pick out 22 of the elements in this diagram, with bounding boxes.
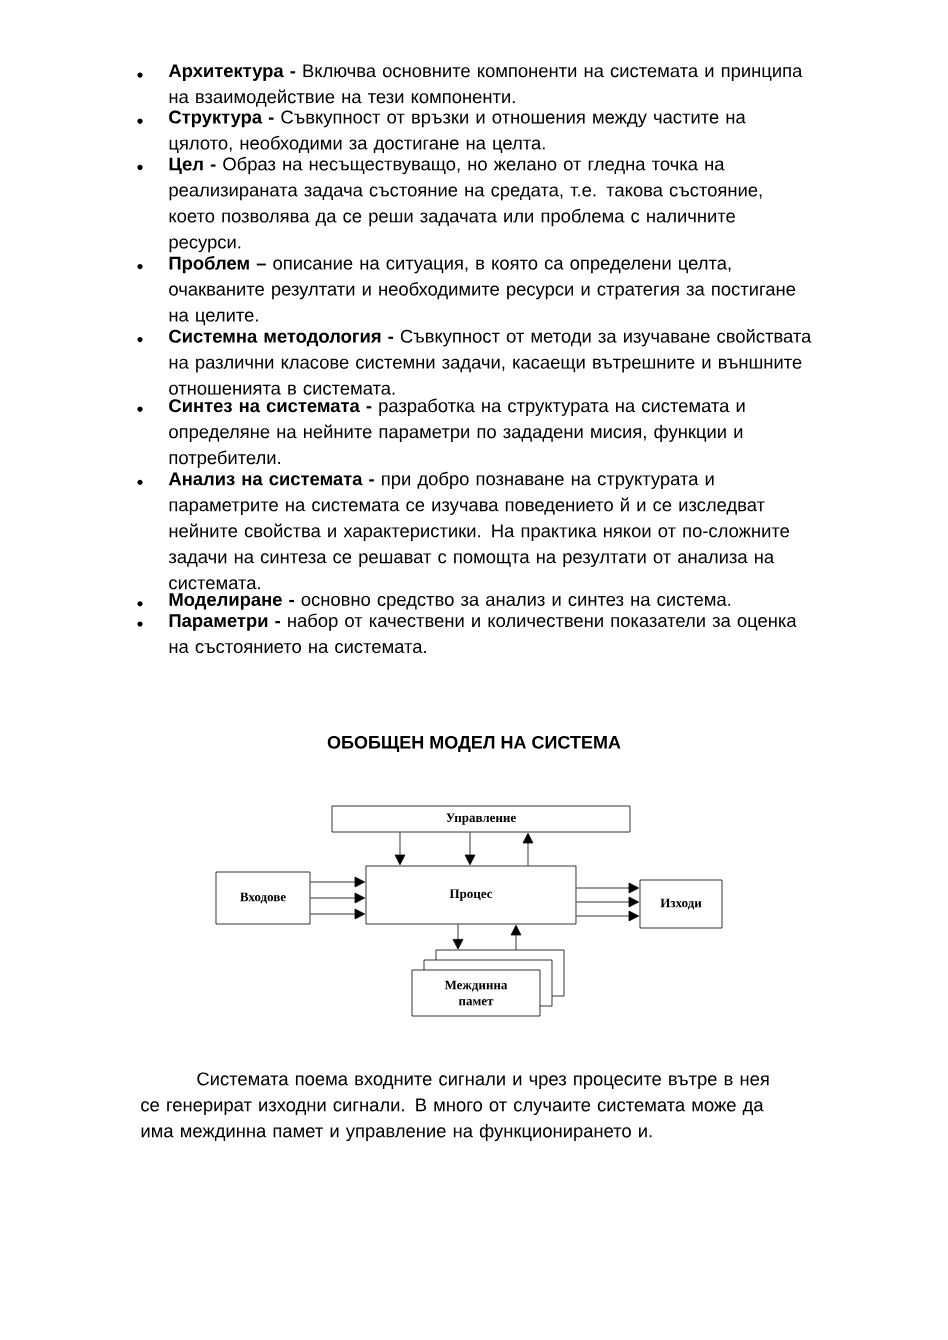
definition-text: Цел - Образ на несъществуващо, но желано от гледна точка на реализираната задача състояние на средата, т.е. такова състояние, което позволява да се реши задачата или проблема с наличните ресурси. bbox=[169, 156, 762, 253]
arrow bbox=[310, 892, 366, 904]
arrow bbox=[310, 876, 366, 888]
definition-text: Параметри - набор от качествени и количествени показатели за оценка на състоянието на системата. bbox=[169, 613, 797, 654]
definition-text: Моделиране - основно средство за анализ и синтез на система. bbox=[169, 593, 731, 610]
definition-text: Системна методология - Съвкупност от методи за изучаване свойствата на различни класове системни задачи, касаещи вътрешните и външните отношенията в системата. bbox=[169, 328, 812, 395]
arrow bbox=[464, 832, 476, 866]
arrow bbox=[452, 924, 464, 950]
arrow bbox=[394, 832, 406, 866]
definition-text: Анализ на системата - при добро познаване на структурата и параметрите на системата се изучава поведението й и се изследват нейните свойства и характеристики. На практика някои от по-сложните задачи на синтеза се решават с помощта на резултати от анализа на системата. bbox=[168, 471, 789, 590]
arrow bbox=[576, 882, 640, 894]
definition-text: Структура - Съвкупност от връзки и отношения между частите на цялото, необходими за достигане на целта. bbox=[169, 110, 746, 154]
definition-text: Синтез на системата - разработка на структурата на системата и определяне на нейните параметри по зададени мисия, функции и потребители. bbox=[169, 398, 745, 468]
arrow bbox=[522, 832, 534, 866]
diagram-title: ОБОБЩЕН МОДЕЛ НА СИСТЕМА bbox=[327, 735, 621, 753]
paragraph: Системата поема входните сигнали и чрез процесите вътре в нея се генерират изходни сигнали. В много от случаите системата може да има междинна памет и управление на функционирането и. bbox=[141, 1072, 769, 1142]
definition-text: Проблем – описание на ситуация, в която са определени целта, очакваните резултати и необходимите ресурси и стратегия за постигане на целите. bbox=[169, 255, 796, 326]
arrow bbox=[310, 908, 366, 920]
arrow bbox=[576, 896, 640, 908]
definition-text: Архитектура - Включва основните компоненти на системата и принципа на взаимодействие на тези компоненти. bbox=[168, 64, 803, 107]
arrow bbox=[510, 924, 522, 951]
arrow bbox=[576, 910, 640, 922]
